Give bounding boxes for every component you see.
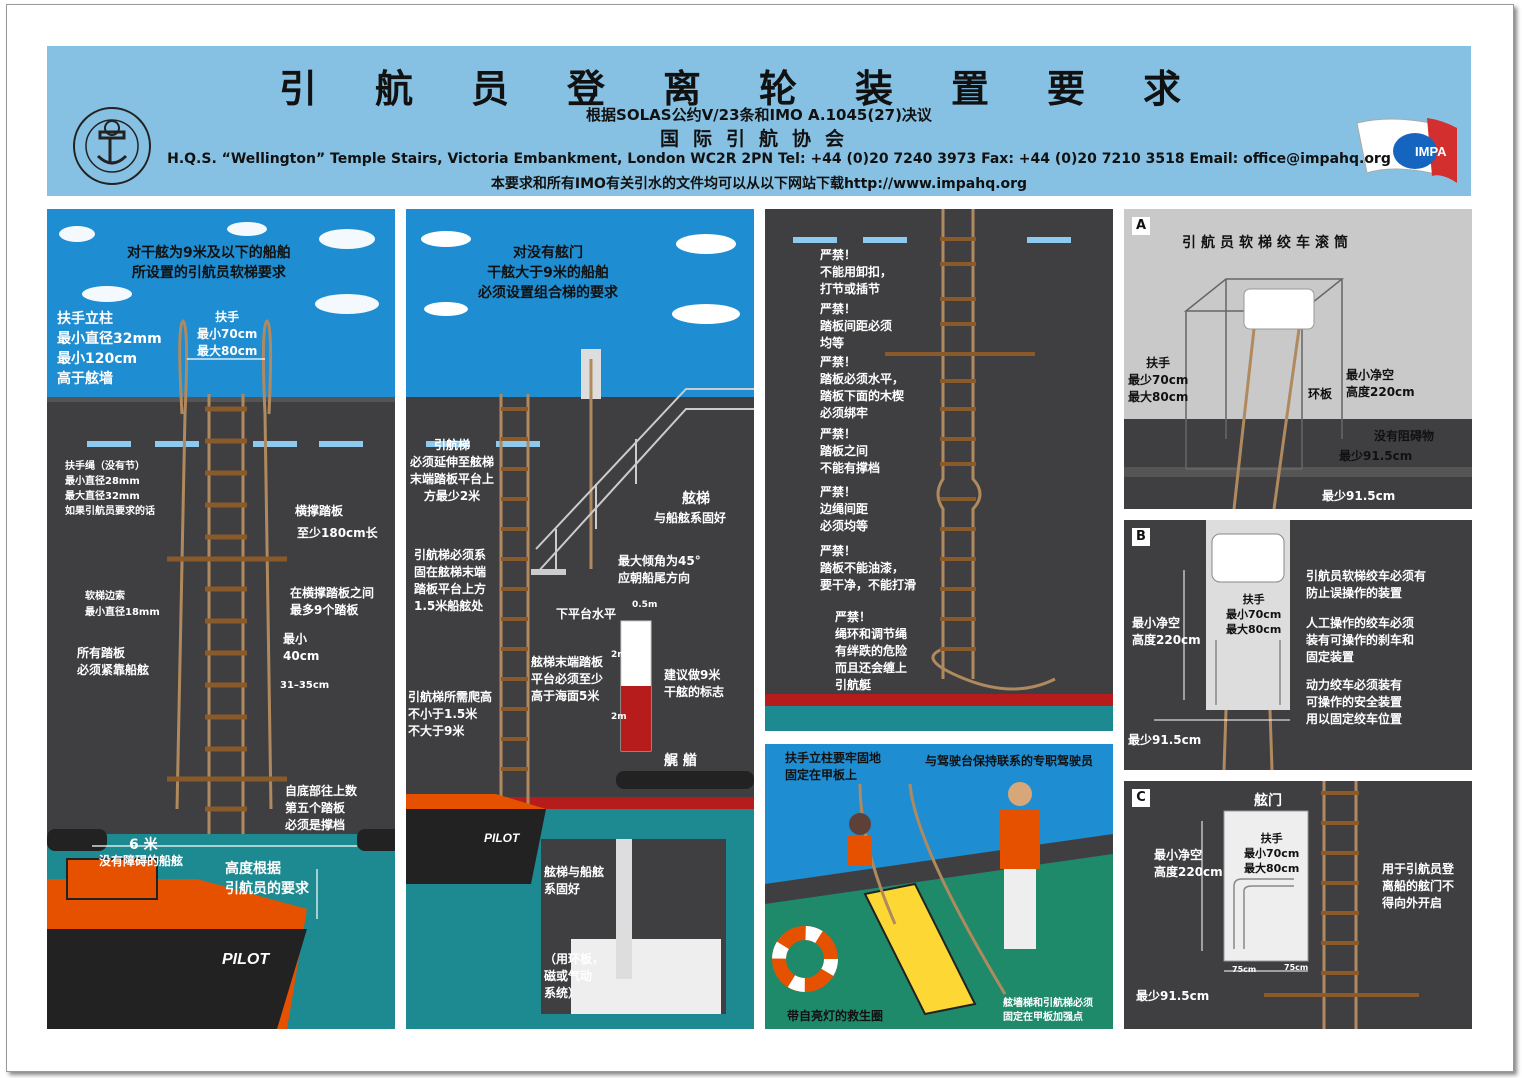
ring-plate-label: 环板 (1308, 387, 1333, 401)
panel-combination-ladder: PILOT 对没有舷门 干舷大于9米的船舶 必须设置组合梯的要求 引航梯 必须延… (406, 209, 754, 1029)
warning-shackles: 严禁！ 不能用卸扣， 打节或插节 (820, 248, 893, 296)
side-rope-note: 软梯边索 最小直径18mm (85, 591, 160, 618)
warning-no-spreaders: 严禁！ 踏板之间 不能有撑档 (820, 427, 881, 475)
handhold-note: 扶手 最小70cm 最大80cm (197, 310, 258, 358)
panel-c-shell-door: C 舷门 最小净空 高度220cm 扶手 最小70cm 最大80cm 75cm … (1124, 781, 1472, 1029)
spreader-note: 横撑踏板 (295, 504, 344, 518)
steps-flat-note: 所有踏板 必须紧靠船舷 (77, 646, 150, 677)
pilot-boat: PILOT (406, 794, 546, 884)
step-spacing: 31–35cm (280, 680, 330, 691)
panel-b-handhold: 扶手 最小70cm 最大80cm (1226, 593, 1282, 636)
panel-a-handhold: 扶手 最少70cm 最大80cm (1128, 356, 1189, 404)
scale-2m-a: 2m (611, 650, 627, 660)
panel-label-a: A (1132, 217, 1150, 235)
lifebuoy-note: 带自亮灯的救生圈 (787, 1009, 884, 1023)
panel-label-b: B (1132, 528, 1150, 546)
panel-c-min915: 最少91.5cm (1136, 989, 1210, 1003)
climb-range-note: 引航梯所需爬高 不小于1.5米 不大于9米 (408, 690, 493, 738)
imo-emblem-icon (73, 107, 151, 185)
panel-bulwark-ladder: 扶手立柱要牢固地 固定在甲板上 与驾驶台保持联系的专职驾驶员 带自亮灯的救生圈 … (765, 744, 1113, 1029)
panel-c-clearance: 最小净空 高度220cm (1154, 848, 1223, 879)
min-40cm: 最小 40cm (283, 632, 320, 663)
pilot-boat-label: PILOT (484, 831, 521, 845)
download-line: 本要求和所有IMO有关引水的文件均可以从以下网站下载http://www.imp… (490, 176, 1028, 192)
panel-a-winch-reel: A 引航员软梯绞车滚筒 扶手 最少70cm 最大80cm 环板 最小净空 高度2… (1124, 209, 1472, 509)
panelC-drawing (1201, 781, 1419, 1029)
address-line: H.Q.S. “Wellington” Temple Stairs, Victo… (167, 151, 1391, 167)
spreader-max-steps: 在横撑踏板之间 最多9个踏板 (290, 586, 375, 617)
freeboard-mark-note: 建议做9米 干舷的标志 (664, 668, 725, 699)
pilot-boat-label: PILOT (222, 951, 270, 968)
panel-c-handhold: 扶手 最小70cm 最大80cm (1244, 832, 1300, 875)
shell-door-note: 用于引航员登 离船的舷门不 得向外开启 (1382, 862, 1455, 910)
fifth-step-note: 自底部往上数 第五个踏板 必须是撑档 (285, 784, 358, 832)
warning-paint: 严禁！ 踏板不能油漆， 要干净，不能打滑 (820, 544, 917, 592)
panel2-drawing: PILOT (406, 231, 754, 1029)
warning-side-ropes: 严禁！ 边绳间距 必须均等 (820, 485, 869, 533)
ladder-steps (167, 406, 287, 812)
panel4-drawing (765, 782, 1113, 1029)
panel3-drawing (765, 209, 1113, 731)
lower-platform-note: 下平台水平 (556, 607, 617, 621)
pilot-climbing (848, 813, 872, 866)
accommodation-ladder (535, 388, 754, 575)
panel-b-min915: 最少91.5cm (1128, 733, 1202, 747)
ladder-extension-note: 引航梯 必须延伸至舷梯 末端踏板平台上 方最少2米 (410, 438, 495, 503)
panel-low-freeboard: PILOT 对干舷为9米及以下的船舶 所设置的引航员软梯要求 扶手立柱 最小直径… (47, 209, 395, 1029)
height-requirement: 高度根据 引航员的要求 (225, 861, 309, 897)
winch-rule-3: 动力绞车必须装有 可操作的安全装置 用以固定绞车位置 (1306, 678, 1403, 726)
inset-title: 舷梯与船舷 系固好 (544, 865, 605, 896)
page-title: 引航员登离轮装置要求 (278, 67, 1239, 111)
panel-a-title: 引航员软梯绞车滚筒 (1182, 235, 1353, 251)
deck-officer (1000, 782, 1040, 949)
spreader-length: 至少180cm长 (297, 526, 378, 540)
unobstructed-side: 没有障碍的船舷 (99, 854, 184, 868)
width-75cm-b: 75cm (1284, 963, 1309, 972)
scale-2m-b: 2m (611, 712, 627, 722)
stanchion-secure-note: 扶手立柱要牢固地 固定在甲板上 (785, 751, 882, 782)
platform-height-note: 舷梯末端踏板 平台必须至少 高于海面5米 (531, 655, 604, 703)
stanchion-note: 扶手立柱 最小直径32mm 最小120cm 高于舷墙 (57, 311, 162, 387)
scale-05m: 0.5m (632, 600, 658, 610)
panel-a-min915-top: 最少91.5cm (1339, 449, 1413, 463)
panel-a-min915-bottom: 最少91.5cm (1322, 489, 1396, 503)
ladder-secured-note: 引航梯必须系 固在舷梯末端 踏板平台上方 1.5米船舷处 (414, 548, 487, 613)
warning-loops: 严禁！ 绳环和调节绳 有绊跌的危险 而且还会缠上 引航艇 (835, 610, 908, 692)
lifebuoy-icon (772, 926, 838, 992)
impa-logo-text: IMPA (1415, 144, 1447, 159)
panel-b-clearance: 最小净空 高度220cm (1132, 616, 1201, 647)
header-graphics: IMPA (73, 107, 1457, 185)
panel-c-title: 舷门 (1254, 793, 1282, 809)
panel-b-winch-rules: B 最小净空 高度220cm 扶手 最小70cm 最大80cm 最少91.5cm… (1124, 520, 1472, 770)
panel-prohibited: 严禁！ 不能用卸扣， 打节或插节 严禁！ 踏板间距必须 均等 严禁！ 踏板必须水… (765, 209, 1113, 731)
panel-label-c: C (1132, 789, 1150, 807)
max-angle-note: 最大倾角为45° 应朝船尾方向 (618, 554, 701, 585)
six-metres: 6 米 (129, 837, 158, 853)
stern-bow-label: 艉 艏 (664, 753, 697, 769)
winch-rule-1: 引航员软梯绞车必须有 防止误操作的装置 (1306, 569, 1427, 600)
panel1-drawing: PILOT (47, 222, 395, 1029)
no-obstacle-label: 没有阻碍物 (1374, 429, 1435, 443)
inset-note: （用环板， 磁或气动 系统） (544, 952, 605, 1000)
header: IMPA 引航员登离轮装置要求 根据SOLAS公约V/23条和IMO A.104… (47, 46, 1471, 196)
panel1-heading: 对干舷为9米及以下的船舶 所设置的引航员软梯要求 (127, 245, 291, 281)
man-rope-note: 扶手绳（没有节） 最小直径28mm 最大直径32mm 如果引航员要求的话 (65, 461, 155, 517)
impa-flag-icon (1356, 118, 1457, 183)
winch-rule-2: 人工操作的绞车必须 装有可操作的刹车和 固定装置 (1306, 616, 1415, 664)
secured-points-note: 舷墙梯和引航梯必须 固定在甲板加强点 (1003, 998, 1093, 1023)
officer-note: 与驾驶台保持联系的专职驾驶员 (925, 754, 1094, 768)
accommodation-ladder-label: 舷梯 (682, 491, 710, 507)
subtitle: 根据SOLAS公约V/23条和IMO A.1045(27)决议 (586, 106, 932, 124)
width-75cm-a: 75cm (1232, 965, 1257, 974)
panel2-heading: 对没有舷门 干舷大于9米的船舶 必须设置组合梯的要求 (478, 245, 618, 301)
warning-horizontal: 严禁！ 踏板必须水平， 踏板下面的木楔 必须绑牢 (820, 355, 905, 420)
org-name: 国际引航协会 (659, 128, 858, 150)
panelB-drawing (1154, 520, 1290, 770)
pilot-boat: PILOT (47, 858, 307, 1029)
warning-spacing: 严禁！ 踏板间距必须 均等 (820, 302, 893, 350)
panel-a-clearance: 最小净空 高度220cm (1346, 368, 1415, 399)
accom-secured-note: 与船舷系固好 (654, 511, 727, 525)
panelA-drawing (1124, 278, 1472, 509)
